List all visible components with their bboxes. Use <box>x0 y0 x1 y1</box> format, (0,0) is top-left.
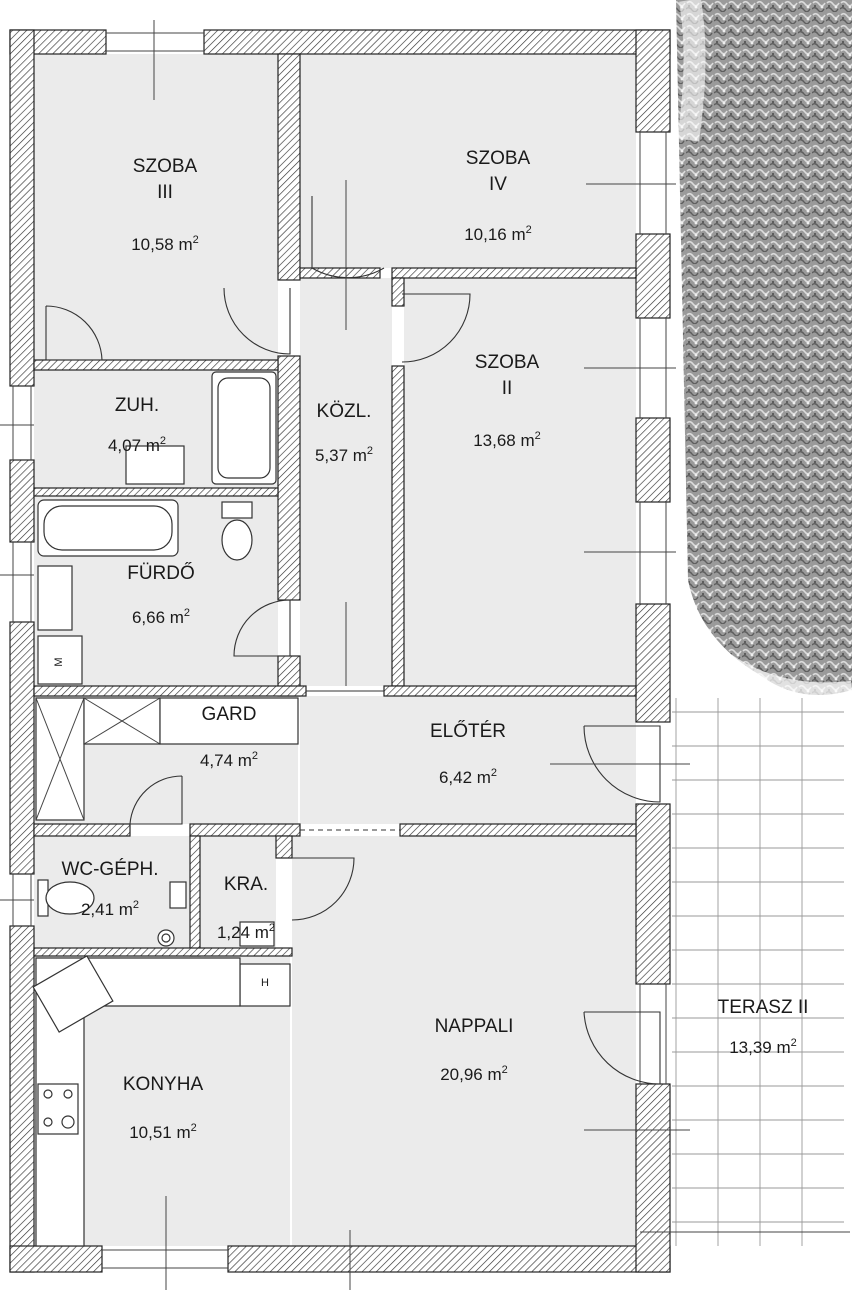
reference-lines <box>153 20 850 1290</box>
room-floors <box>34 54 636 1246</box>
terrace-tiles <box>672 698 844 1246</box>
room-name: III <box>157 182 173 203</box>
room-area: 2,41 m2 <box>81 899 139 919</box>
room-label-szoba4: SZOBA IV 10,16 m2 <box>464 148 532 244</box>
room-label-konyha: KONYHA 10,51 m2 <box>123 1074 204 1142</box>
room-name: II <box>502 378 513 399</box>
room-name: ELŐTÉR <box>430 720 506 742</box>
room-name: IV <box>489 174 507 195</box>
room-name: ZUH. <box>115 395 159 416</box>
room-area: 5,37 m2 <box>315 445 373 465</box>
room-name: SZOBA <box>466 148 531 169</box>
washer-label: M <box>53 657 65 666</box>
room-name: KRA. <box>224 874 268 895</box>
room-label-nappali: NAPPALI 20,96 m2 <box>435 1016 514 1084</box>
room-name: KONYHA <box>123 1074 204 1095</box>
room-label-kra: KRA. 1,24 m2 <box>217 874 275 942</box>
room-label-szoba3: SZOBA III 10,58 m2 <box>131 156 199 254</box>
room-label-wc: WC-GÉPH. 2,41 m2 <box>61 859 158 919</box>
room-area: 4,07 m2 <box>108 435 166 455</box>
room-name: NAPPALI <box>435 1016 514 1037</box>
room-area: 6,66 m2 <box>132 607 190 627</box>
room-area: 10,51 m2 <box>129 1122 197 1142</box>
room-label-furdo: FÜRDŐ 6,66 m2 <box>127 562 195 627</box>
room-name: KÖZL. <box>317 401 372 422</box>
room-name: FÜRDŐ <box>127 562 195 584</box>
room-area: 4,74 m2 <box>200 750 258 770</box>
room-name: SZOBA <box>133 156 198 177</box>
doors <box>45 196 661 1085</box>
room-labels: SZOBA III 10,58 m2 SZOBA IV 10,16 m2 SZOBA II 13… <box>61 148 808 1142</box>
room-label-eloter: ELŐTÉR 6,42 m2 <box>430 720 506 787</box>
room-name: WC-GÉPH. <box>61 859 158 880</box>
room-area: 10,16 m2 <box>464 224 532 244</box>
room-area: 13,68 m2 <box>473 430 541 450</box>
room-area: 1,24 m2 <box>217 922 275 942</box>
room-name: TERASZ II <box>718 997 809 1018</box>
room-area: 13,39 m2 <box>729 1037 797 1057</box>
fixtures <box>32 371 299 1247</box>
heater-label: H <box>261 977 269 989</box>
room-name: GARD <box>202 704 257 725</box>
room-area: 6,42 m2 <box>439 767 497 787</box>
room-label-kozl: KÖZL. 5,37 m2 <box>315 401 373 465</box>
room-area: 20,96 m2 <box>440 1064 508 1084</box>
room-label-gard: GARD 4,74 m2 <box>200 704 258 770</box>
room-label-szoba2: SZOBA II 13,68 m2 <box>473 352 541 450</box>
room-label-zuh: ZUH. 4,07 m2 <box>108 395 166 455</box>
room-label-terasz: TERASZ II 13,39 m2 <box>718 997 809 1057</box>
room-area: 10,58 m2 <box>131 234 199 254</box>
tree-foliage <box>676 0 852 701</box>
room-name: SZOBA <box>475 352 540 373</box>
